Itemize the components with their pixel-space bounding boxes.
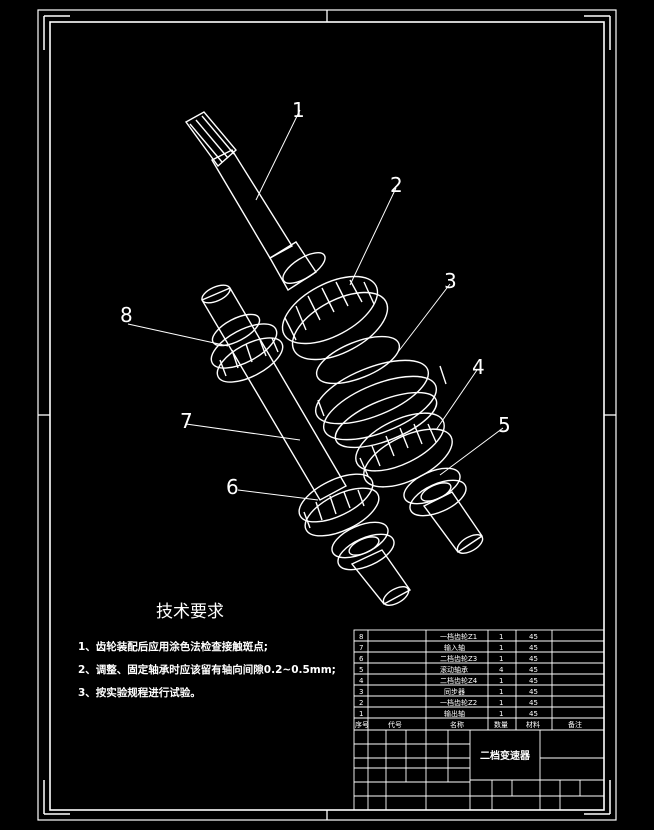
callout-7: 7	[180, 409, 193, 433]
leader-lines	[127, 109, 504, 501]
bom-no-0: 8	[359, 633, 363, 641]
bom-mat-5: 45	[529, 688, 538, 696]
bom-name-0: 一档齿轮Z1	[440, 632, 477, 641]
bom-no-7: 1	[359, 710, 363, 718]
bom-no-2: 6	[359, 655, 364, 663]
bom-header-0: 序号	[355, 720, 369, 729]
gear-z1	[210, 313, 284, 383]
synchronizer	[314, 335, 447, 449]
bearing-5	[403, 467, 467, 517]
bom-mat-2: 45	[529, 655, 538, 663]
bearing-input	[331, 521, 395, 571]
bom-name-6: 一档齿轮Z2	[440, 698, 477, 707]
trim-marks	[43, 15, 611, 815]
bom-mat-3: 45	[529, 666, 538, 674]
bom-header-3: 数量	[494, 720, 508, 729]
bom-name-2: 二档齿轮Z3	[440, 654, 477, 663]
output-shaft	[211, 149, 293, 259]
gear-z3	[298, 473, 380, 537]
center-marks	[38, 10, 616, 820]
output-shaft-end	[422, 491, 483, 553]
bom-no-5: 3	[359, 688, 363, 696]
bom-header-2: 名称	[450, 720, 464, 729]
tech-note-3: 3、按实验规程进行试验。	[78, 687, 201, 699]
callout-6: 6	[226, 475, 239, 499]
bom-name-4: 二档齿轮Z4	[440, 676, 478, 685]
drawing-name: 二档变速器	[480, 749, 531, 762]
bom-no-3: 5	[359, 666, 363, 674]
bom-header-1: 代号	[388, 720, 402, 729]
callout-3: 3	[444, 269, 457, 293]
bom-rows: 8 一档齿轮Z1 1 45 7 输入轴 1 45 6 二档齿轮Z3 1 45 5…	[355, 632, 582, 729]
bom-qty-7: 1	[499, 710, 503, 718]
tech-note-1: 1、齿轮装配后应用涂色法检查接触斑点;	[78, 641, 269, 653]
tech-note-2: 2、调整、固定轴承时应该留有轴向间隙0.2~0.5mm;	[78, 664, 336, 676]
bom-mat-7: 45	[529, 710, 538, 718]
bom-no-4: 4	[359, 677, 364, 685]
bom-name-3: 滚动轴承	[440, 665, 468, 674]
tech-requirements-title: 技术要求	[156, 602, 224, 622]
input-shaft	[200, 287, 347, 501]
bom-no-1: 7	[359, 644, 363, 652]
bom-mat-6: 45	[529, 699, 538, 707]
bom-qty-6: 1	[499, 699, 503, 707]
bom-name-7: 输出轴	[444, 709, 465, 718]
gearbox-assembly	[184, 111, 484, 606]
bom-qty-1: 1	[499, 644, 503, 652]
bom-name-5: 同步器	[444, 688, 465, 696]
bom-header-5: 备注	[568, 720, 582, 729]
bom-mat-1: 45	[529, 644, 538, 652]
bom-header-4: 材料	[526, 720, 540, 729]
bom-qty-4: 1	[499, 677, 503, 685]
bom-qty-5: 1	[499, 688, 503, 696]
gear-z2	[281, 275, 389, 361]
gear-z4	[355, 412, 453, 488]
callout-2: 2	[390, 173, 403, 197]
callout-1: 1	[292, 98, 305, 122]
callout-8: 8	[120, 303, 133, 327]
callout-4: 4	[472, 355, 485, 379]
spline-end	[184, 111, 237, 168]
bom-no-6: 2	[359, 699, 363, 707]
bom-qty-2: 1	[499, 655, 503, 663]
callout-5: 5	[498, 413, 511, 437]
bom-qty-0: 1	[499, 633, 503, 641]
bom-name-1: 输入轴	[444, 643, 465, 652]
bom-mat-4: 45	[529, 677, 538, 685]
bom-qty-3: 4	[499, 666, 504, 674]
bom-mat-0: 45	[529, 633, 538, 641]
title-block	[353, 629, 605, 811]
